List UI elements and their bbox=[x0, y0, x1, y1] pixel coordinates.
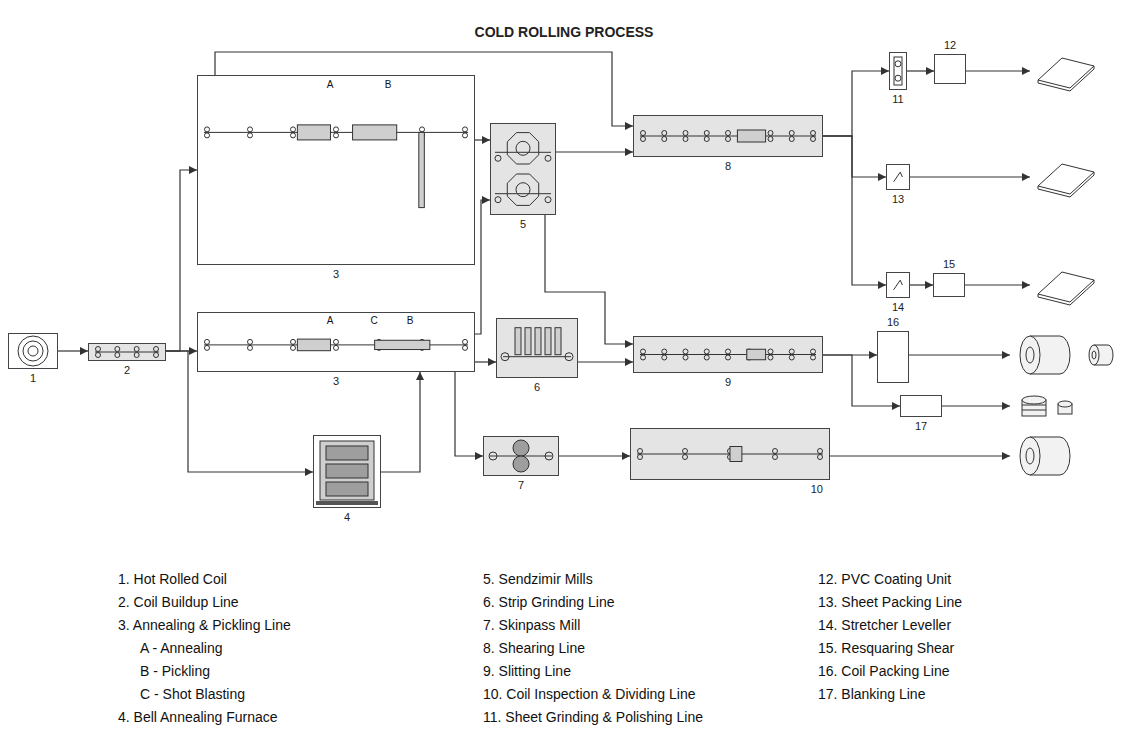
process-box: 3 bbox=[197, 75, 475, 265]
callout-number: 3 bbox=[333, 376, 339, 387]
process-box: 1 bbox=[8, 333, 58, 369]
equipment-sketch bbox=[887, 273, 909, 297]
equipment-sketch bbox=[89, 344, 165, 360]
flow-connector bbox=[559, 455, 630, 456]
key-entry: 5. Sendzimir Mills bbox=[483, 572, 593, 587]
key-entry: B - Pickling bbox=[140, 664, 210, 679]
callout-number: 11 bbox=[892, 94, 903, 105]
key-entry: A - Annealing bbox=[140, 641, 223, 656]
sheet-product bbox=[1038, 58, 1094, 305]
key-entry: 16. Coil Packing Line bbox=[818, 664, 950, 679]
section-letter: A bbox=[327, 79, 334, 90]
key-entry: 15. Resquaring Shear bbox=[818, 641, 954, 656]
equipment-sketch bbox=[314, 436, 380, 507]
equipment-sketch bbox=[634, 116, 822, 156]
key-entry: C - Shot Blasting bbox=[140, 687, 245, 702]
section-letter: B bbox=[407, 315, 414, 326]
key-entry: 1. Hot Rolled Coil bbox=[118, 572, 227, 587]
process-box: 13 bbox=[886, 164, 910, 190]
process-box: 11 bbox=[889, 52, 907, 90]
equipment-sketch bbox=[484, 437, 558, 475]
equipment-sketch bbox=[634, 337, 822, 372]
flow-connector bbox=[381, 372, 420, 472]
key-entry: 13. Sheet Packing Line bbox=[818, 595, 962, 610]
equipment-sketch bbox=[631, 429, 829, 479]
flow-connector bbox=[475, 200, 490, 334]
key-entry: 7. Skinpass Mill bbox=[483, 618, 580, 633]
key-entry: 10. Coil Inspection & Dividing Line bbox=[483, 687, 695, 702]
callout-number: 13 bbox=[892, 194, 904, 205]
key-entry: 2. Coil Buildup Line bbox=[118, 595, 239, 610]
equipment-sketch bbox=[890, 53, 906, 89]
key-entry: 17. Blanking Line bbox=[818, 687, 925, 702]
equipment-sketch bbox=[198, 313, 474, 371]
key-entry: 8. Shearing Line bbox=[483, 641, 585, 656]
callout-number: 7 bbox=[518, 480, 524, 491]
key-entry: 4. Bell Annealing Furnace bbox=[118, 710, 278, 725]
flow-connector bbox=[578, 361, 633, 362]
section-letter: C bbox=[370, 315, 377, 326]
equipment-sketch bbox=[9, 334, 57, 368]
key-entry: 11. Sheet Grinding & Polishing Line bbox=[483, 710, 703, 725]
process-box: 6 bbox=[496, 318, 578, 378]
flow-connector bbox=[910, 284, 933, 285]
process-box: 16 bbox=[877, 331, 909, 383]
process-box: 9 bbox=[633, 336, 823, 373]
flow-connector bbox=[455, 372, 483, 456]
callout-number: 4 bbox=[344, 512, 350, 523]
callout-number: 6 bbox=[534, 382, 540, 393]
process-box: 4 bbox=[313, 435, 381, 508]
callout-number: 9 bbox=[725, 377, 731, 388]
process-box: 3 bbox=[197, 312, 475, 372]
process-box: 12 bbox=[934, 54, 966, 84]
diagram-title: COLD ROLLING PROCESS bbox=[0, 24, 1128, 40]
key-entry: 14. Stretcher Leveller bbox=[818, 618, 951, 633]
flow-connector bbox=[823, 136, 886, 177]
blank-stack bbox=[1022, 396, 1072, 416]
callout-number: 10 bbox=[811, 484, 823, 495]
callout-number: 15 bbox=[943, 259, 955, 270]
process-box: 2 bbox=[88, 343, 166, 361]
section-letter: A bbox=[327, 315, 334, 326]
callout-number: 16 bbox=[887, 317, 899, 328]
callout-number: 14 bbox=[892, 302, 904, 313]
output-arrows bbox=[830, 71, 1030, 456]
process-box: 10 bbox=[630, 428, 830, 480]
process-box: 15 bbox=[933, 273, 965, 297]
process-box: 14 bbox=[886, 272, 910, 298]
process-box: 7 bbox=[483, 436, 559, 476]
flow-connector bbox=[475, 139, 490, 140]
callout-number: 3 bbox=[333, 269, 339, 280]
flow-connector bbox=[823, 71, 889, 136]
process-box: 17 bbox=[900, 395, 942, 417]
key-entry: 12. PVC Coating Unit bbox=[818, 572, 951, 587]
flow-connector bbox=[907, 70, 934, 71]
equipment-sketch bbox=[887, 165, 909, 189]
coil-product bbox=[1020, 336, 1113, 475]
flow-connector bbox=[166, 170, 197, 351]
key-entry: 6. Strip Grinding Line bbox=[483, 595, 615, 610]
key-entry: 9. Slitting Line bbox=[483, 664, 571, 679]
equipment-sketch bbox=[491, 124, 555, 214]
process-box: 5 bbox=[490, 123, 556, 215]
callout-number: 1 bbox=[30, 373, 36, 384]
callout-number: 17 bbox=[915, 421, 927, 432]
process-box: 8 bbox=[633, 115, 823, 157]
callout-number: 12 bbox=[944, 40, 956, 51]
callout-number: 8 bbox=[725, 161, 731, 172]
flow-connector bbox=[58, 350, 88, 351]
section-letter: B bbox=[385, 79, 392, 90]
callout-number: 5 bbox=[520, 219, 526, 230]
callout-number: 2 bbox=[124, 365, 130, 376]
equipment-sketch bbox=[497, 319, 577, 377]
flow-connector bbox=[475, 361, 496, 362]
equipment-sketch bbox=[198, 76, 474, 264]
flow-connector bbox=[823, 136, 886, 285]
flow-connector bbox=[556, 151, 633, 152]
key-entry: 3. Annealing & Pickling Line bbox=[118, 618, 291, 633]
